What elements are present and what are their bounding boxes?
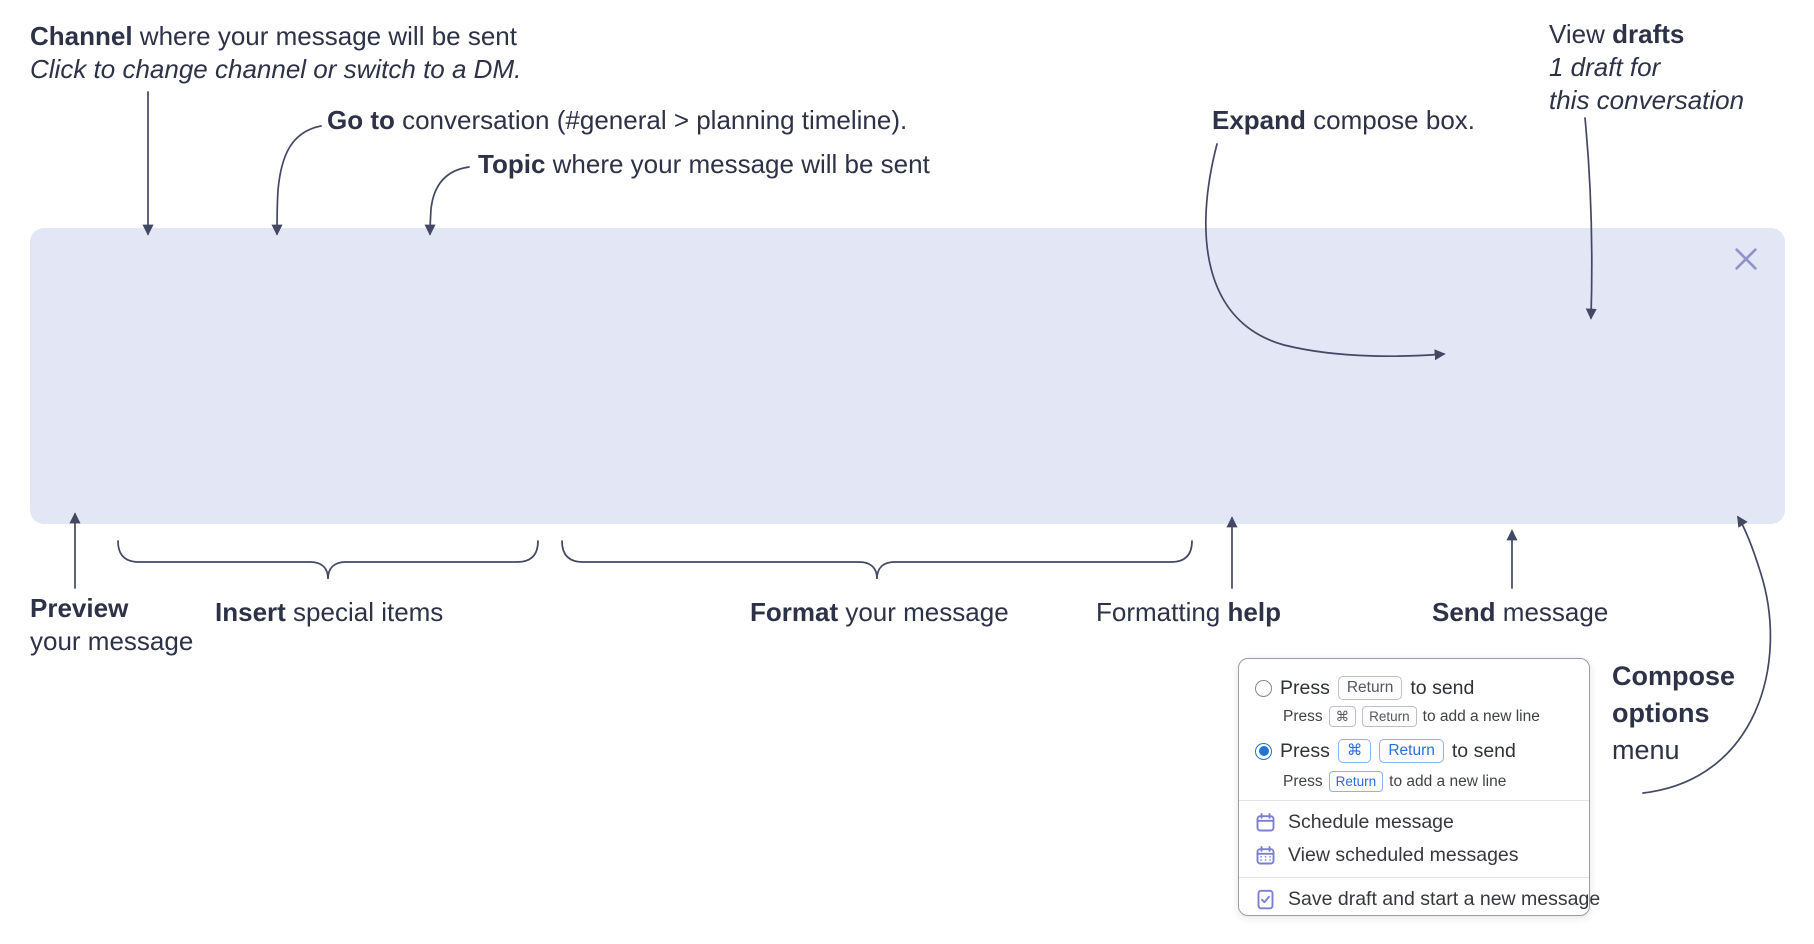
arrow-topic	[424, 166, 470, 236]
calendar-grid-icon	[1256, 846, 1275, 865]
compose-box	[30, 228, 1785, 524]
option-text: Press	[1280, 676, 1330, 699]
brace-insert	[117, 540, 539, 580]
annotation-expand-rest: compose box.	[1305, 105, 1476, 135]
annotation-preview-bold: Preview	[30, 593, 129, 623]
menu-item-label: View scheduled messages	[1288, 844, 1519, 866]
menu-item-label: Save draft and start a new message	[1288, 888, 1601, 910]
brace-format	[561, 540, 1193, 580]
annotation-help-bold: help	[1227, 597, 1281, 627]
annotation-format: Format your message	[750, 596, 1009, 629]
annotation-goto: Go to conversation (#general > planning …	[327, 104, 907, 137]
annotation-expand-bold: Expand	[1212, 105, 1306, 135]
annotation-help-pre: Formatting	[1096, 597, 1228, 627]
annotation-channel: Channel where your message will be sent …	[30, 20, 521, 86]
annotation-insert: Insert special items	[215, 596, 443, 629]
annotation-help: Formatting help	[1096, 596, 1281, 629]
popup-divider	[1239, 800, 1589, 801]
annotation-send-rest: message	[1495, 597, 1609, 627]
menu-item-label: Schedule message	[1288, 811, 1454, 833]
option-subtext: Press	[1283, 772, 1323, 790]
option-text: Press	[1280, 739, 1330, 762]
annotation-drafts-pre: View	[1549, 19, 1613, 49]
option-return-to-send[interactable]: Press Return to send	[1255, 676, 1474, 700]
popup-divider	[1239, 877, 1589, 878]
annotation-format-rest: your message	[838, 597, 1009, 627]
annotation-channel-rest: where your message will be sent	[132, 21, 517, 51]
option-cmd-return-subtext: Press Return to add a new line	[1283, 771, 1506, 792]
option-text: to send	[1410, 676, 1475, 699]
radio-unselected-icon[interactable]	[1255, 679, 1272, 697]
option-subtext: to add a new line	[1422, 707, 1540, 725]
kbd-return: Return	[1379, 739, 1444, 763]
annotation-drafts-line3: this conversation	[1549, 85, 1745, 115]
kbd-return: Return	[1362, 706, 1417, 727]
option-subtext: Press	[1283, 707, 1323, 725]
kbd-cmd: ⌘	[1328, 706, 1357, 727]
annotation-preview-line2: your message	[30, 626, 194, 656]
menu-item-save-draft[interactable]: Save draft and start a new message	[1255, 888, 1600, 911]
annotation-compose-options-line2: options	[1612, 698, 1710, 728]
annotation-goto-rest: conversation (#general > planning timeli…	[394, 105, 908, 135]
draft-document-icon	[1257, 889, 1274, 910]
annotation-goto-bold: Go to	[327, 105, 395, 135]
annotation-topic: Topic where your message will be sent	[478, 148, 930, 181]
option-return-subtext: Press ⌘ Return to add a new line	[1283, 706, 1540, 727]
annotation-channel-sub: Click to change channel or switch to a D…	[30, 54, 522, 84]
annotation-compose-options-line1: Compose	[1612, 661, 1736, 691]
annotation-drafts: View drafts 1 draft for this conversatio…	[1549, 18, 1744, 117]
annotation-send-bold: Send	[1432, 597, 1496, 627]
annotation-channel-bold: Channel	[30, 21, 133, 51]
menu-item-view-scheduled[interactable]: View scheduled messages	[1255, 844, 1519, 867]
compose-options-popup: Press Return to send Press ⌘ Return to a…	[1238, 658, 1600, 916]
annotation-format-bold: Format	[750, 597, 839, 627]
kbd-cmd: ⌘	[1337, 739, 1372, 763]
arrow-goto	[271, 125, 322, 236]
annotation-compose-options: Compose options menu	[1612, 658, 1735, 769]
annotation-drafts-bold: drafts	[1612, 19, 1685, 49]
option-subtext: to add a new line	[1389, 772, 1507, 790]
kbd-return: Return	[1328, 771, 1384, 792]
annotation-insert-rest: special items	[285, 597, 444, 627]
calendar-icon	[1256, 813, 1275, 832]
menu-item-schedule-message[interactable]: Schedule message	[1255, 811, 1454, 834]
annotation-send: Send message	[1432, 596, 1608, 629]
close-compose-icon[interactable]	[1732, 245, 1760, 273]
annotation-topic-rest: where your message will be sent	[545, 149, 930, 179]
annotation-compose-options-line3: menu	[1612, 735, 1680, 765]
annotation-topic-bold: Topic	[478, 149, 546, 179]
kbd-return: Return	[1337, 676, 1403, 700]
radio-selected-icon[interactable]	[1255, 742, 1272, 760]
annotation-expand: Expand compose box.	[1212, 104, 1475, 137]
option-cmd-return-to-send[interactable]: Press ⌘ Return to send	[1255, 739, 1516, 763]
annotation-preview: Preview your message	[30, 592, 193, 658]
option-text: to send	[1451, 739, 1516, 762]
annotation-drafts-line2: 1 draft for	[1549, 52, 1661, 82]
annotation-insert-bold: Insert	[215, 597, 286, 627]
